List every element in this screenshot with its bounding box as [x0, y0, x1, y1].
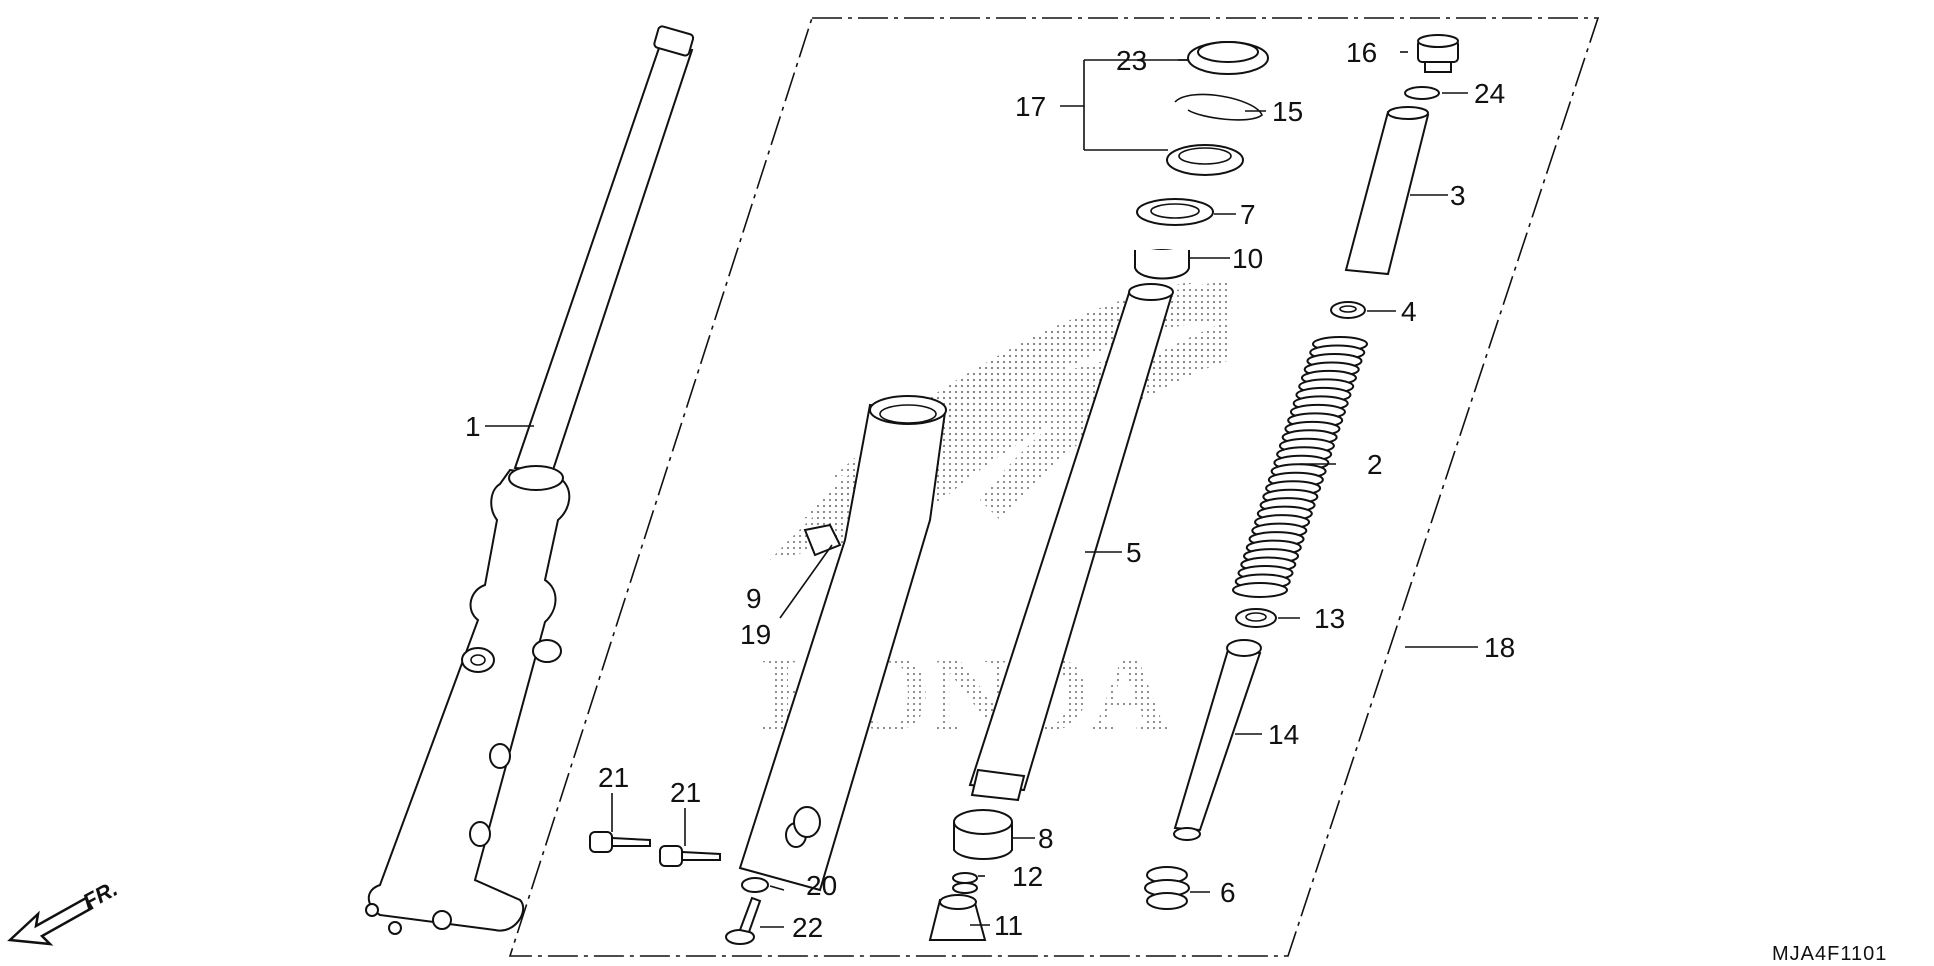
- callout-14: 14: [1268, 719, 1299, 750]
- callout-18: 18: [1484, 632, 1515, 663]
- callout-17: 17: [1015, 91, 1046, 122]
- part-23-oil-seal-cap: [1187, 41, 1269, 75]
- callout-12: 12: [1012, 861, 1043, 892]
- part-4-spring-seat: [1330, 301, 1366, 319]
- part-10-bushing: [1134, 249, 1190, 280]
- part-16-fork-bolt: [1417, 34, 1459, 73]
- part-3-spacer: [1344, 106, 1430, 276]
- part-2-fork-spring: [1232, 336, 1368, 598]
- part-24-o-ring: [1404, 86, 1440, 100]
- callout-9: 9: [746, 583, 762, 614]
- callout-24: 24: [1474, 78, 1505, 109]
- part-14-piston: [1173, 639, 1262, 841]
- part-17-oil-seal: [1166, 144, 1244, 176]
- callout-23: 23: [1116, 45, 1147, 76]
- leader-lines: [485, 51, 1478, 928]
- callout-labels: 1 2 3 4 5 6 7 8 9 10 11 12 13 14 15 16 1…: [465, 37, 1515, 943]
- part-12-spring: [952, 872, 978, 894]
- front-direction-arrow: FR.: [7, 876, 122, 946]
- callout-7: 7: [1240, 199, 1256, 230]
- part-1-fork-assembly: [365, 25, 695, 935]
- callout-1: 1: [465, 411, 481, 442]
- part-21-bolt-a: [589, 831, 651, 853]
- callout-2: 2: [1367, 449, 1383, 480]
- callout-21-a: 21: [598, 762, 629, 793]
- callout-13: 13: [1314, 603, 1345, 634]
- callout-5: 5: [1126, 537, 1142, 568]
- part-22-socket-bolt: [725, 896, 762, 945]
- part-9-fork-slider: [738, 395, 947, 892]
- callout-3: 3: [1450, 180, 1466, 211]
- callout-22: 22: [792, 912, 823, 943]
- part-21-bolt-b: [659, 845, 721, 867]
- callout-21-b: 21: [670, 777, 701, 808]
- part-13-washer: [1235, 608, 1277, 628]
- part-7-dust-seal-washer: [1136, 198, 1214, 226]
- spring-coil: [1232, 582, 1288, 598]
- callout-4: 4: [1401, 296, 1417, 327]
- callout-8: 8: [1038, 823, 1054, 854]
- assembly-18-outline: [508, 17, 1600, 957]
- callout-6: 6: [1220, 877, 1236, 908]
- callout-16: 16: [1346, 37, 1377, 68]
- part-6-rebound-spring: [1144, 866, 1190, 910]
- part-15-stopper-ring: [1174, 93, 1263, 121]
- callout-11: 11: [994, 910, 1023, 941]
- callout-20: 20: [806, 870, 837, 901]
- diagram-code: MJA4F1101: [1772, 943, 1887, 965]
- part-5-fork-pipe: [968, 283, 1174, 802]
- part-11-oil-lock-piece: [928, 894, 987, 941]
- part-20-washer: [741, 877, 769, 893]
- callout-10: 10: [1232, 243, 1263, 274]
- part-8-slider-bushing: [953, 809, 1013, 860]
- callout-15: 15: [1272, 96, 1303, 127]
- callout-19: 19: [740, 619, 771, 650]
